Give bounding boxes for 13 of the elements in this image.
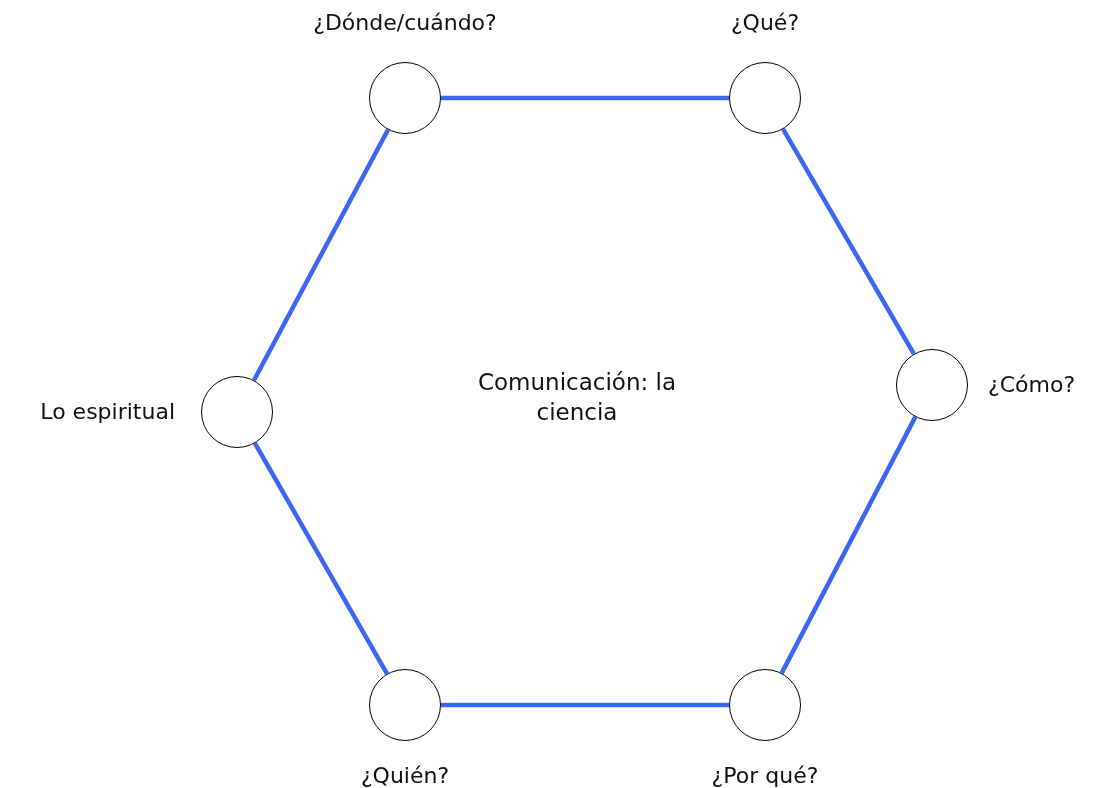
node-label: Lo espiritual bbox=[40, 398, 175, 426]
connector-line bbox=[441, 95, 729, 101]
connector-line bbox=[252, 442, 390, 675]
node-label: ¿Dónde/cuándo? bbox=[313, 9, 497, 36]
center-title: Comunicación: la ciencia bbox=[477, 368, 677, 427]
connector-line bbox=[781, 128, 916, 355]
node-label: ¿Por qué? bbox=[711, 763, 819, 788]
connector-line bbox=[252, 128, 390, 382]
node-label: ¿Qué? bbox=[730, 9, 800, 36]
connector-line bbox=[441, 702, 729, 708]
node-label: ¿Cómo? bbox=[988, 371, 1076, 399]
connector-line bbox=[779, 415, 918, 675]
node-label: ¿Quién? bbox=[360, 763, 450, 788]
